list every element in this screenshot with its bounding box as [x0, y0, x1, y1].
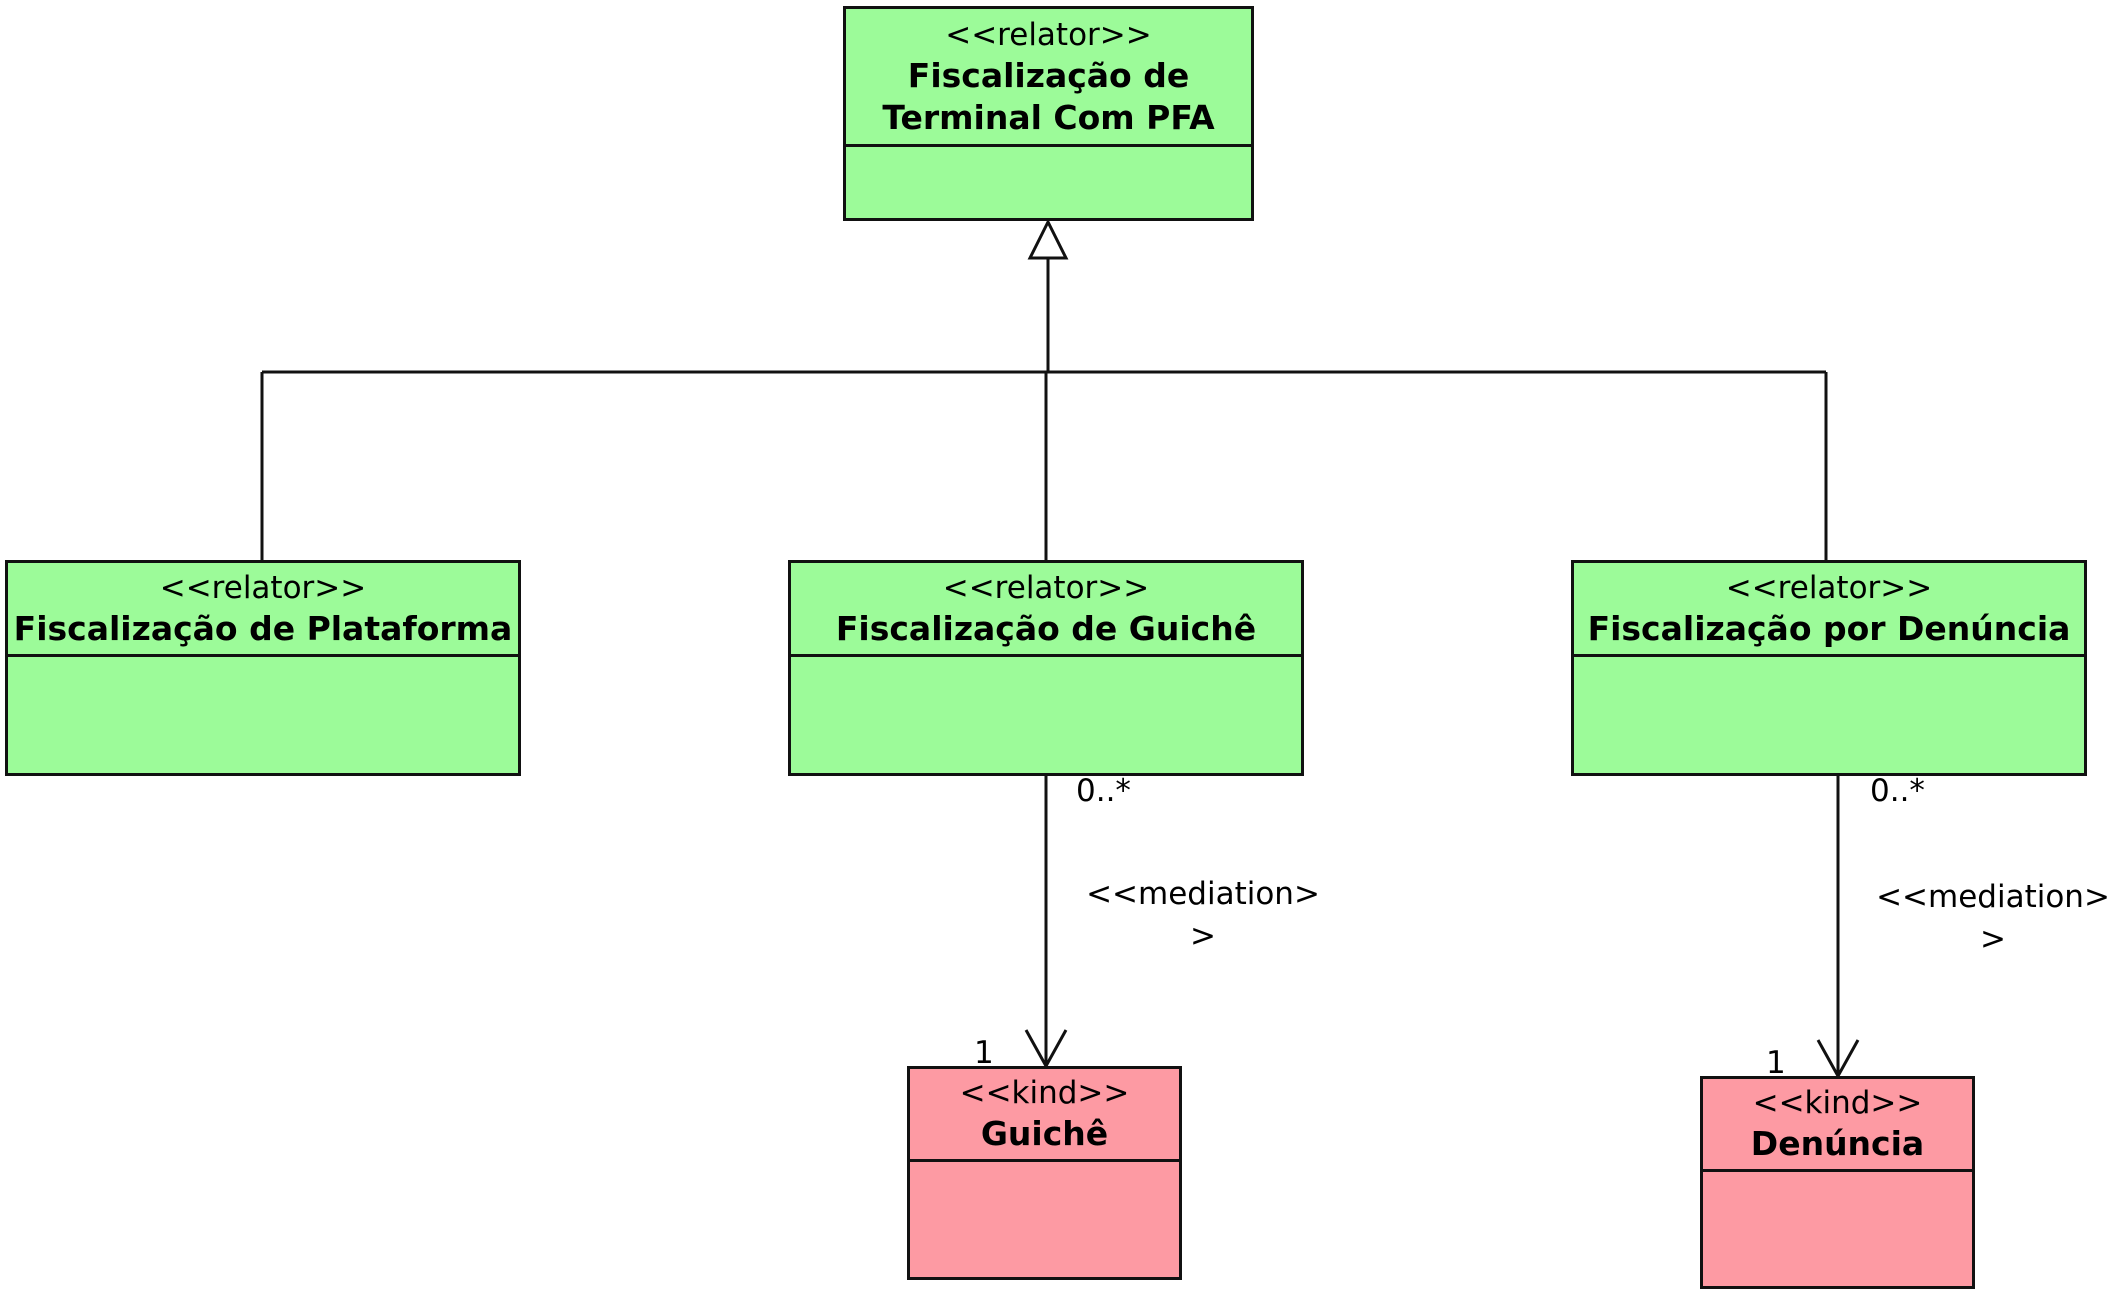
- class-name-line1: Fiscalização de: [907, 55, 1190, 95]
- class-header: <<relator>> Fiscalização de Guichê: [791, 563, 1301, 657]
- stereotype-label: <<relator>>: [945, 16, 1152, 53]
- class-header: <<relator>> Fiscalização de Terminal Com…: [846, 9, 1251, 147]
- stereotype-label: <<relator>>: [942, 569, 1150, 606]
- class-denuncia[interactable]: <<kind>> Denúncia: [1700, 1076, 1975, 1289]
- class-attributes: [8, 657, 518, 773]
- mediation-stereotype-line1: <<mediation>: [1086, 876, 1320, 912]
- stereotype-label: <<relator>>: [1725, 569, 1933, 606]
- multiplicity-source-denuncia: 0..*: [1870, 773, 1925, 809]
- class-header: <<relator>> Fiscalização por Denúncia: [1574, 563, 2084, 657]
- class-fiscalizacao-plataforma[interactable]: <<relator>> Fiscalização de Plataforma: [5, 560, 521, 776]
- class-fiscalizacao-denuncia[interactable]: <<relator>> Fiscalização por Denúncia: [1571, 560, 2087, 776]
- class-attributes: [846, 147, 1251, 218]
- class-guiche[interactable]: <<kind>> Guichê: [907, 1066, 1182, 1280]
- class-name: Fiscalização de Guichê: [835, 608, 1257, 648]
- class-name: Denúncia: [1750, 1124, 1925, 1163]
- multiplicity-target-denuncia: 1: [1766, 1045, 1786, 1081]
- mediation-stereotype-line2: >: [1980, 921, 2006, 957]
- mediation-stereotype-line1: <<mediation>: [1876, 879, 2110, 915]
- class-name: Guichê: [980, 1114, 1109, 1153]
- class-header: <<kind>> Denúncia: [1703, 1079, 1972, 1172]
- class-fiscalizacao-terminal[interactable]: <<relator>> Fiscalização de Terminal Com…: [843, 6, 1254, 221]
- class-header: <<relator>> Fiscalização de Plataforma: [8, 563, 518, 657]
- class-header: <<kind>> Guichê: [910, 1069, 1179, 1162]
- mediation-stereotype-denuncia: <<mediation> >: [1863, 876, 2115, 960]
- multiplicity-target-guiche: 1: [974, 1035, 994, 1071]
- mediation-stereotype-guiche: <<mediation> >: [1073, 873, 1333, 957]
- class-attributes: [1574, 657, 2084, 773]
- stereotype-label: <<relator>>: [159, 569, 367, 606]
- class-name: Fiscalização de Plataforma: [13, 608, 513, 648]
- class-attributes: [791, 657, 1301, 773]
- mediation-stereotype-line2: >: [1190, 918, 1216, 954]
- class-name: Fiscalização por Denúncia: [1587, 608, 2071, 648]
- stereotype-label: <<kind>>: [1752, 1085, 1923, 1121]
- class-name-line2: Terminal Com PFA: [882, 97, 1215, 137]
- class-attributes: [1703, 1172, 1972, 1286]
- generalization-arrowhead: [1027, 218, 1069, 260]
- class-attributes: [910, 1162, 1179, 1277]
- class-fiscalizacao-guiche[interactable]: <<relator>> Fiscalização de Guichê: [788, 560, 1304, 776]
- multiplicity-source-guiche: 0..*: [1076, 773, 1131, 809]
- stereotype-label: <<kind>>: [959, 1075, 1130, 1111]
